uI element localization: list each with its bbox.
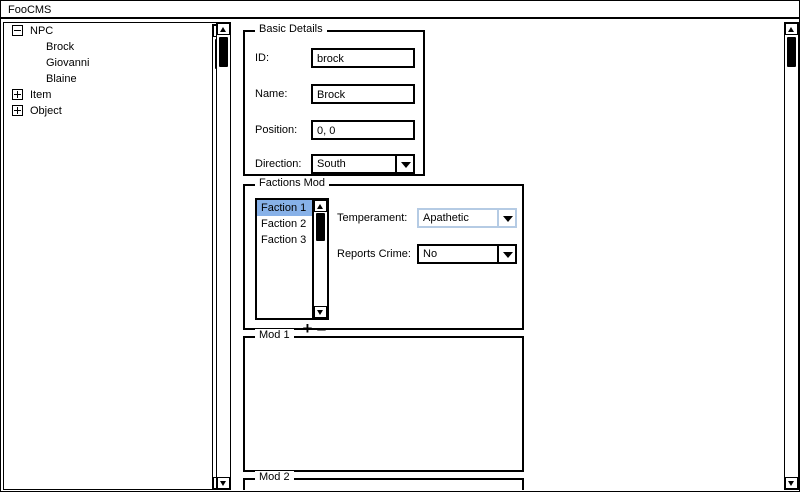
basic-details-group-title: Basic Details bbox=[255, 23, 327, 35]
scroll-up-arrow-icon[interactable] bbox=[785, 23, 798, 35]
id-input[interactable]: brock bbox=[311, 48, 415, 68]
temperament-select[interactable]: Apathetic bbox=[417, 208, 517, 228]
factions-listbox[interactable]: Faction 1 Faction 2 Faction 3 bbox=[255, 198, 329, 320]
navigation-tree-panel: NPC Brock Giovanni Blaine Item Object bbox=[3, 22, 231, 490]
triangle-down-icon bbox=[788, 481, 794, 486]
expand-plus-icon[interactable] bbox=[12, 104, 23, 116]
direction-field-row: Direction: South bbox=[255, 154, 415, 174]
direction-select-value: South bbox=[317, 158, 346, 170]
direction-label: Direction: bbox=[255, 158, 302, 170]
left-pane-vertical-scrollbar[interactable] bbox=[216, 22, 231, 490]
reports-crime-field-row: Reports Crime: No bbox=[337, 244, 517, 264]
tree-item-label: Brock bbox=[46, 41, 75, 54]
reports-crime-select-button[interactable] bbox=[497, 246, 515, 262]
id-label: ID: bbox=[255, 52, 270, 64]
temperament-select-value: Apathetic bbox=[423, 212, 469, 224]
list-item[interactable]: Faction 1 bbox=[257, 200, 312, 216]
collapse-minus-icon[interactable] bbox=[12, 24, 23, 36]
list-item[interactable]: Faction 2 bbox=[261, 218, 307, 230]
direction-select-button[interactable] bbox=[395, 156, 413, 172]
mod2-group-title: Mod 2 bbox=[255, 471, 294, 483]
factions-list-scrollbar[interactable] bbox=[312, 200, 327, 318]
scrollbar-thumb[interactable] bbox=[787, 37, 796, 67]
factions-list-items[interactable]: Faction 1 Faction 2 Faction 3 bbox=[257, 200, 312, 318]
navigation-tree[interactable]: NPC Brock Giovanni Blaine Item Object bbox=[4, 23, 212, 489]
factions-mod-group-title: Factions Mod bbox=[255, 177, 330, 189]
factions-mod-group: Factions Mod Faction 1 Faction 2 Faction… bbox=[243, 177, 524, 337]
mod1-group-title: Mod 1 bbox=[255, 329, 294, 341]
reports-crime-select-value: No bbox=[423, 248, 438, 260]
reports-crime-select[interactable]: No bbox=[417, 244, 517, 264]
scroll-up-arrow-icon[interactable] bbox=[314, 200, 327, 212]
scrollbar-thumb[interactable] bbox=[219, 37, 228, 67]
position-label: Position: bbox=[255, 124, 298, 136]
tree-item-label: Blaine bbox=[46, 73, 77, 86]
tree-item-npc[interactable]: NPC bbox=[4, 23, 212, 39]
mod2-group: Mod 2 bbox=[243, 471, 524, 490]
scrollbar-thumb[interactable] bbox=[316, 213, 325, 241]
details-content-panel: Basic Details ID: brock Name: Brock Posi… bbox=[233, 22, 784, 490]
mod1-group: Mod 1 bbox=[243, 329, 524, 472]
temperament-label: Temperament: bbox=[337, 212, 408, 224]
tree-item-label: Item bbox=[30, 89, 52, 102]
temperament-select-button[interactable] bbox=[497, 210, 515, 226]
window-title: FooCMS bbox=[8, 4, 52, 16]
scroll-down-arrow-icon[interactable] bbox=[217, 477, 230, 489]
chevron-down-icon bbox=[503, 216, 513, 222]
triangle-down-icon bbox=[220, 481, 226, 486]
temperament-field-row: Temperament: Apathetic bbox=[337, 208, 517, 228]
triangle-up-icon bbox=[317, 204, 323, 209]
faction-add-remove-bar: + – bbox=[301, 319, 335, 338]
tree-item-label: Giovanni bbox=[46, 57, 90, 70]
triangle-up-icon bbox=[220, 27, 226, 32]
add-faction-button[interactable]: + bbox=[302, 319, 313, 338]
factions-scrollbar-track[interactable] bbox=[314, 200, 327, 318]
tree-item-brock[interactable]: Brock bbox=[4, 39, 212, 55]
window-titlebar: FooCMS bbox=[1, 1, 799, 19]
triangle-down-icon bbox=[317, 310, 323, 315]
direction-select[interactable]: South bbox=[311, 154, 415, 174]
chevron-down-icon bbox=[503, 252, 513, 258]
tree-item-object[interactable]: Object bbox=[4, 103, 212, 119]
remove-faction-button[interactable]: – bbox=[316, 319, 327, 338]
scroll-down-arrow-icon[interactable] bbox=[314, 306, 327, 318]
details-vertical-scrollbar[interactable] bbox=[784, 22, 799, 490]
id-field-row: ID: brock bbox=[255, 48, 415, 68]
tree-item-giovanni[interactable]: Giovanni bbox=[4, 55, 212, 71]
tree-item-label: Object bbox=[30, 105, 62, 118]
chevron-down-icon bbox=[401, 162, 411, 168]
tree-item-blaine[interactable]: Blaine bbox=[4, 71, 212, 87]
list-item[interactable]: Faction 3 bbox=[261, 234, 307, 246]
position-input[interactable]: 0, 0 bbox=[311, 120, 415, 140]
scroll-up-arrow-icon[interactable] bbox=[217, 23, 230, 35]
basic-details-group: Basic Details ID: brock Name: Brock Posi… bbox=[243, 23, 425, 176]
expand-plus-icon[interactable] bbox=[12, 88, 23, 100]
name-input[interactable]: Brock bbox=[311, 84, 415, 104]
triangle-up-icon bbox=[788, 27, 794, 32]
scroll-down-arrow-icon[interactable] bbox=[785, 477, 798, 489]
name-field-row: Name: Brock bbox=[255, 84, 415, 104]
tree-item-item[interactable]: Item bbox=[4, 87, 212, 103]
position-field-row: Position: 0, 0 bbox=[255, 120, 415, 140]
name-label: Name: bbox=[255, 88, 288, 100]
reports-crime-label: Reports Crime: bbox=[337, 248, 411, 260]
tree-item-label: NPC bbox=[30, 25, 54, 38]
